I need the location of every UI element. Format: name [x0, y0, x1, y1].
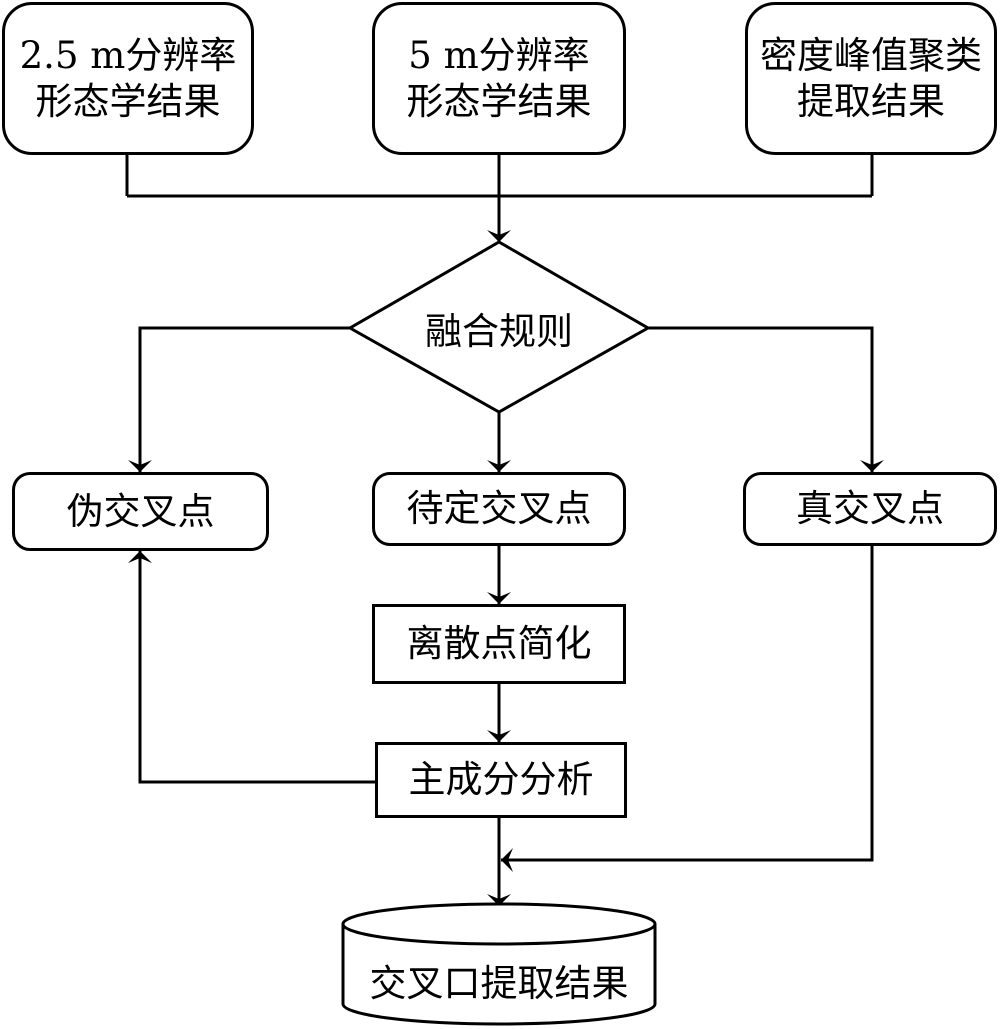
- input-box-5m-morphology: 5 m分辨率形态学结果: [372, 2, 626, 155]
- decision-diamond: [346, 240, 652, 414]
- decision-label: 融合规则: [425, 310, 573, 353]
- arrow-to-true-point: [648, 326, 884, 472]
- output-cylinder: [341, 902, 657, 1026]
- arrow-pca-to-false-point: [128, 551, 375, 784]
- false-point-box: 伪交叉点: [12, 472, 269, 551]
- arrow-to-false-point: [128, 326, 350, 472]
- output-label: 交叉口提取结果: [369, 962, 629, 1005]
- principal-component-analysis-box: 主成分分析: [375, 742, 627, 818]
- true-point-box: 真交叉点: [743, 472, 997, 546]
- arrow-true-point-to-output: [501, 546, 874, 872]
- input-box-density-peak-clustering: 密度峰值聚类提取结果: [745, 2, 997, 155]
- input-box-2-5m-morphology: 2.5 m分辨率形态学结果: [2, 2, 254, 155]
- pending-point-box: 待定交叉点: [372, 472, 626, 546]
- discrete-point-simplification-box: 离散点简化: [372, 604, 626, 684]
